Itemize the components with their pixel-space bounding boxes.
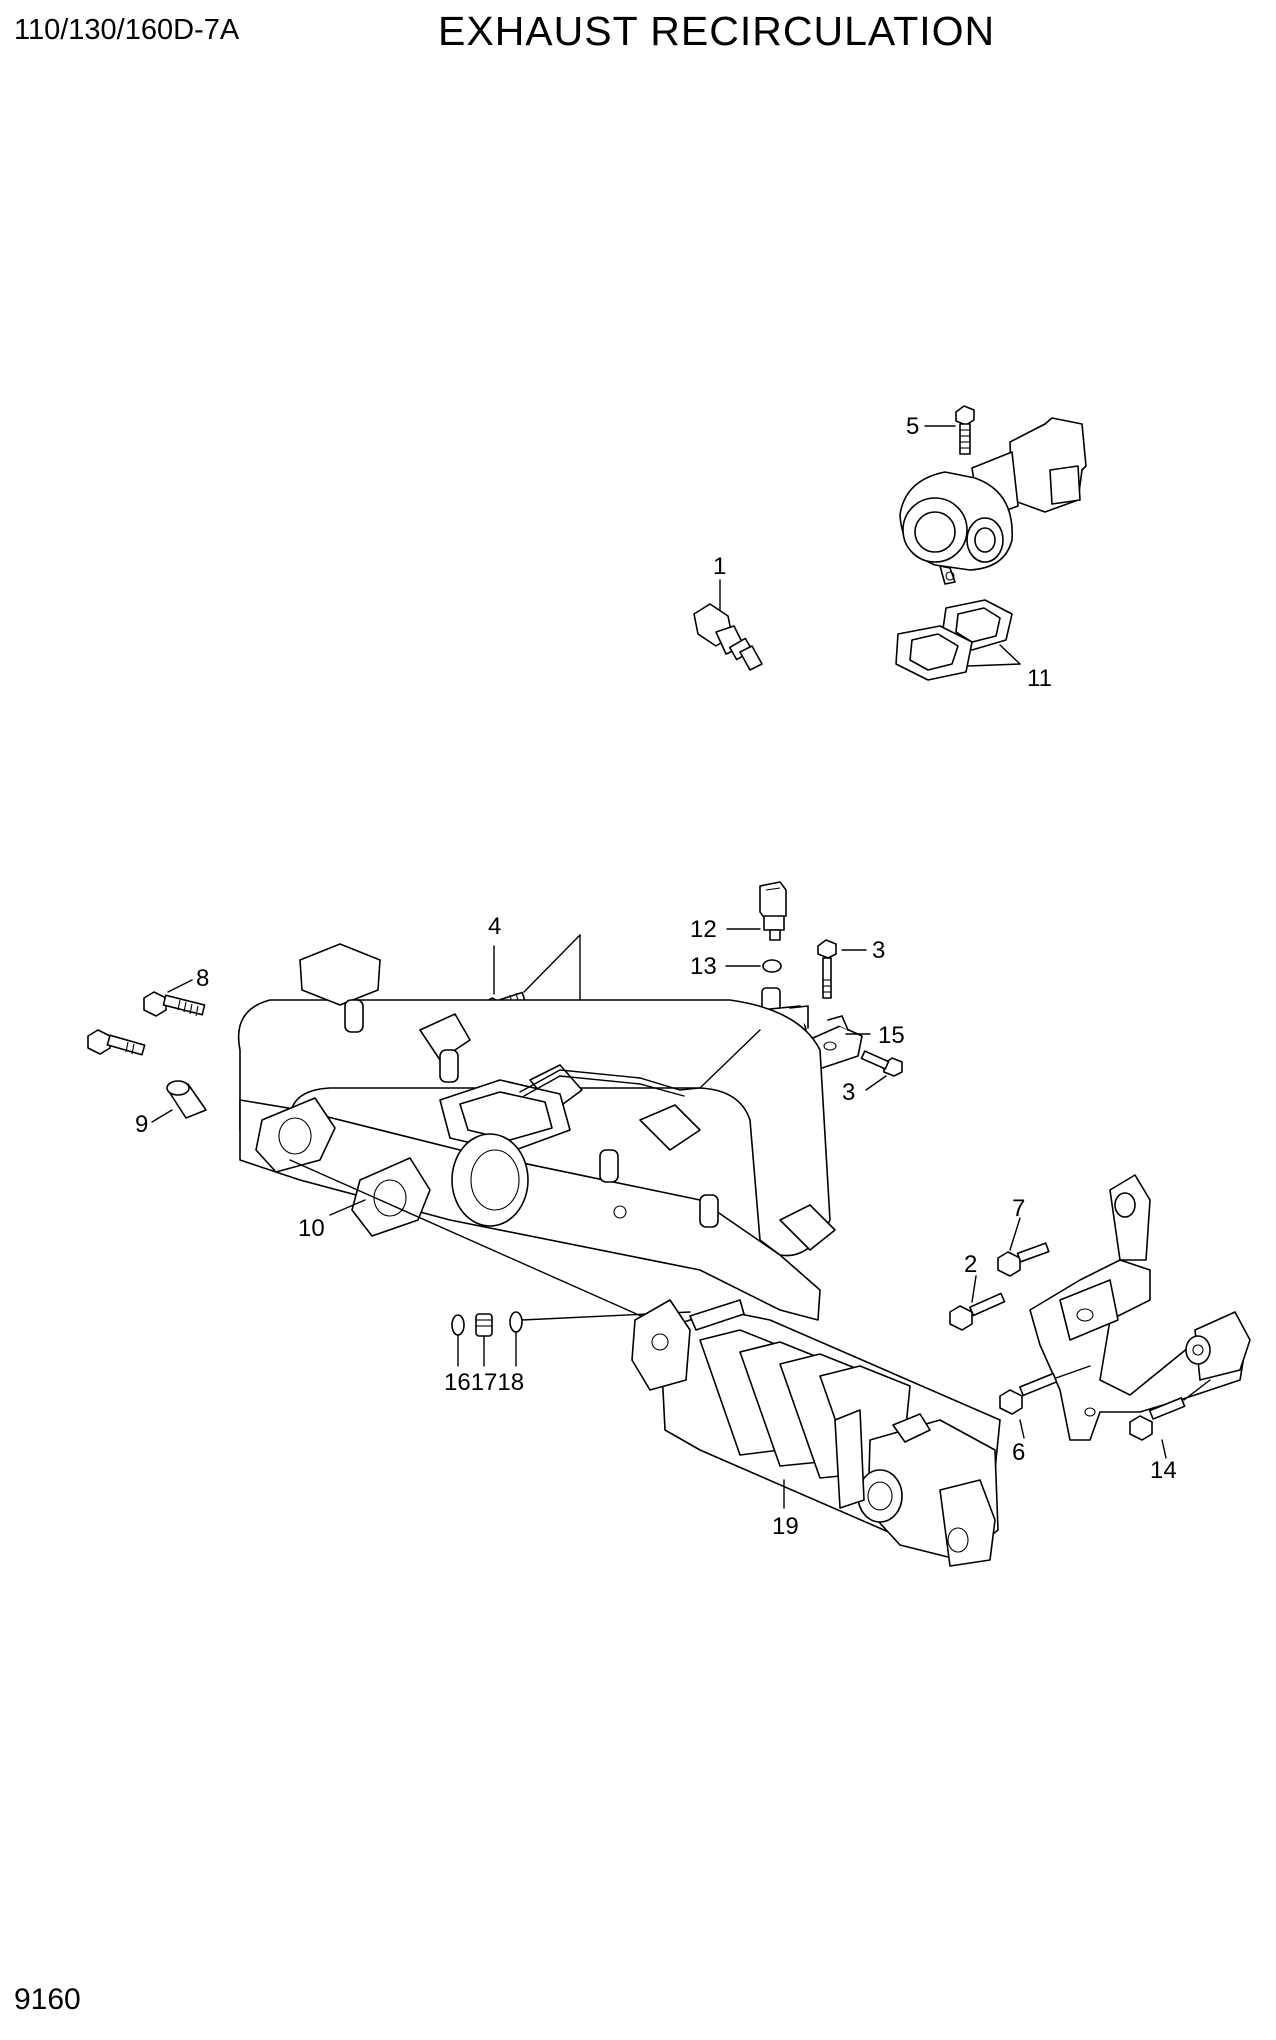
- o-ring-13: [762, 959, 782, 973]
- bolt-14: [1129, 1397, 1186, 1441]
- callout-5: 5: [906, 413, 919, 440]
- sensor-1: [693, 603, 763, 671]
- page-title: EXHAUST RECIRCULATION: [438, 8, 996, 54]
- callout-16-17-18: 161718: [444, 1369, 524, 1396]
- bolt-7: [997, 1242, 1050, 1277]
- callout-6: 6: [1012, 1439, 1025, 1466]
- o-ring-16: [451, 1314, 465, 1336]
- gasket-10b: [255, 1097, 336, 1173]
- callout-10: 10: [298, 1215, 325, 1242]
- bolt-3-upper: [817, 939, 837, 999]
- callout-8: 8: [196, 965, 209, 992]
- bolt-2: [949, 1292, 1006, 1331]
- callout-14: 14: [1150, 1457, 1177, 1484]
- bolt-5: [955, 405, 975, 455]
- exhaust-manifold: [237, 943, 836, 1321]
- mounting-bracket: [1029, 1174, 1251, 1441]
- callout-1: 1: [713, 553, 726, 580]
- fitting-17: [475, 1313, 493, 1337]
- bolt-6: [999, 1372, 1058, 1415]
- gasket-10: [351, 1157, 431, 1237]
- bolt-3-lower: [860, 1050, 903, 1077]
- callout-12: 12: [690, 916, 717, 943]
- callout-13: 13: [690, 953, 717, 980]
- callout-7: 7: [1012, 1195, 1025, 1222]
- egr-cooler-19: [631, 1299, 1001, 1567]
- spacer-9: [166, 1080, 207, 1119]
- callout-11: 11: [1027, 665, 1052, 692]
- callout-15: 15: [878, 1022, 905, 1049]
- page-number: 9160: [14, 1983, 81, 2016]
- gasket-11: [895, 599, 1013, 681]
- egr-valve: [899, 417, 1087, 585]
- callout-3-upper: 3: [872, 937, 885, 964]
- callout-3-lower: 3: [842, 1079, 855, 1106]
- model-number: 110/130/160D-7A: [14, 14, 240, 46]
- o-ring-18: [509, 1311, 523, 1333]
- callout-19: 19: [772, 1513, 799, 1540]
- bolt-8: [143, 991, 206, 1017]
- callout-4: 4: [488, 913, 501, 940]
- callout-9: 9: [135, 1111, 148, 1138]
- callout-2: 2: [964, 1251, 977, 1278]
- sensor-12: [759, 881, 787, 941]
- bolt-9: [87, 1029, 146, 1056]
